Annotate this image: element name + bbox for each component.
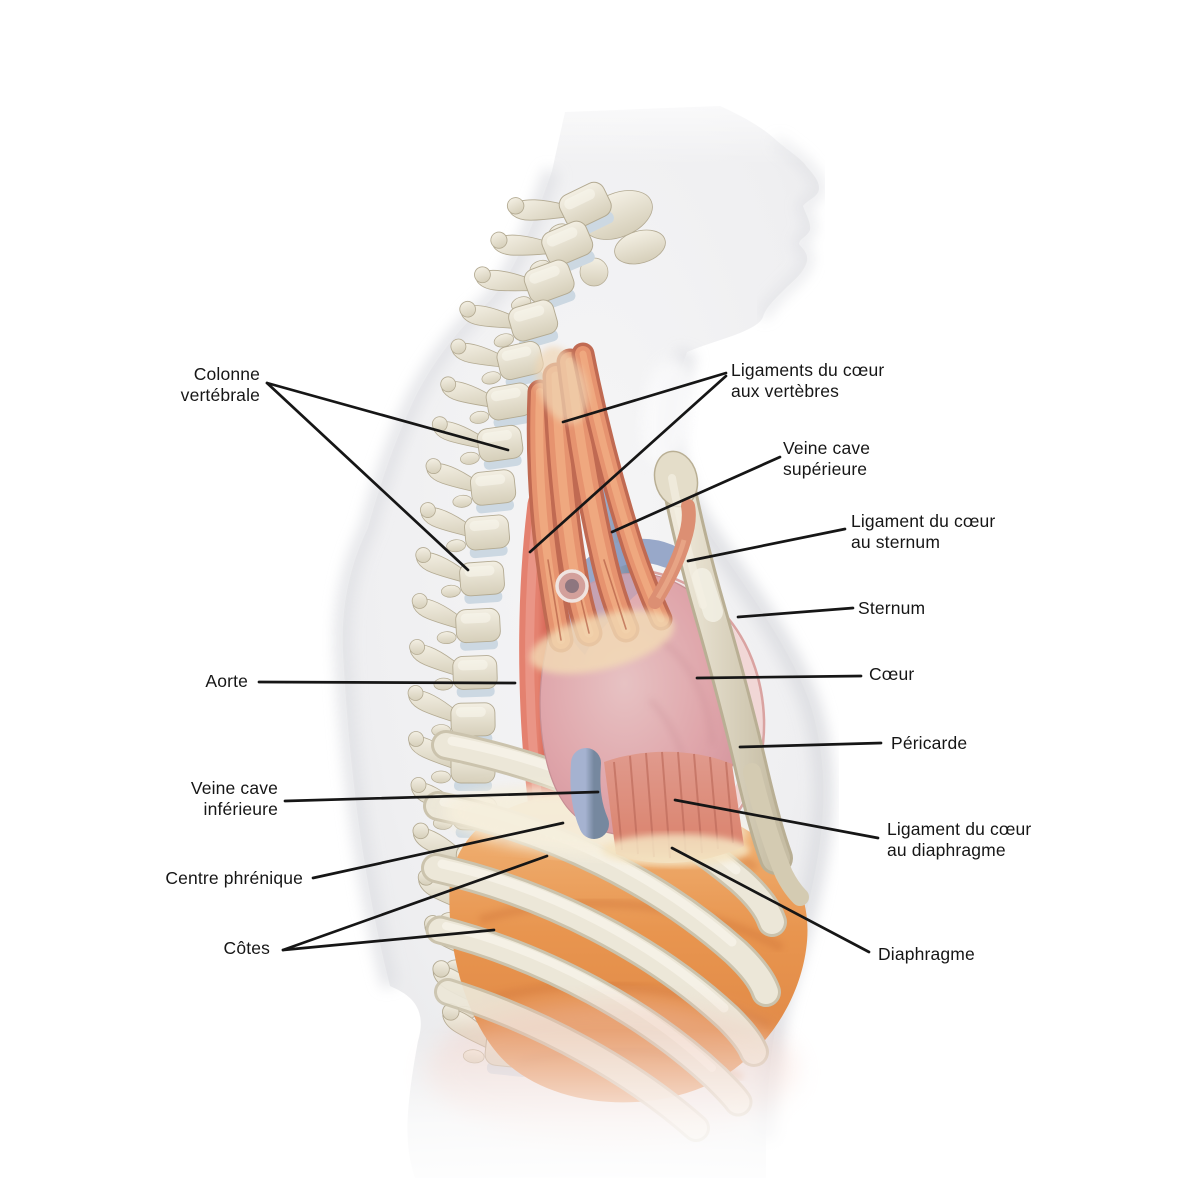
leader-cotes-2 [281, 928, 496, 952]
label-coeur: Cœur [869, 664, 915, 684]
label-pericarde: Péricarde [891, 733, 968, 753]
leader-ligaments-vertebres-1 [561, 371, 728, 424]
leader-veine-cave-inferieure [283, 790, 600, 803]
label-ligaments-coeur-vertebres: Ligaments du cœur aux vertèbres [731, 360, 885, 401]
label-sternum: Sternum [858, 598, 926, 618]
ligament-to-sternum [648, 499, 696, 609]
label-centre-phrenique: Centre phrénique [165, 868, 303, 888]
leader-ligaments-vertebres-2 [528, 374, 728, 554]
leader-lines [257, 371, 883, 954]
label-veine-cave-superieure: Veine cave supérieure [783, 438, 871, 479]
leader-coeur [695, 674, 863, 680]
label-cotes: Côtes [223, 938, 270, 958]
label-ligament-coeur-diaphragme: Ligament du cœur au diaphragme [887, 819, 1032, 860]
leader-diaphragme [670, 846, 871, 954]
leader-colonne-vertebrale-1 [265, 381, 510, 452]
leader-ligament-diaphragme [673, 798, 880, 840]
label-colonne-vertebrale: Colonne vertébrale [180, 364, 260, 405]
vertebral-column [407, 159, 666, 1079]
leader-veine-cave-superieure [610, 455, 782, 534]
leader-aorte [257, 680, 517, 685]
label-ligament-coeur-sternum: Ligament du cœur au sternum [851, 511, 996, 552]
label-aorte: Aorte [205, 671, 248, 691]
leader-centre-phrenique [311, 821, 565, 880]
label-veine-cave-inferieure: Veine cave inférieure [190, 778, 278, 819]
bottom-fade [0, 1030, 1200, 1200]
label-diaphragme: Diaphragme [878, 944, 975, 964]
pulmonary-vessel-stub [555, 569, 589, 603]
leader-ligament-sternum [686, 527, 847, 563]
top-fade [400, 0, 920, 165]
leader-cotes-1 [281, 854, 549, 952]
leader-colonne-vertebrale-2 [265, 381, 470, 572]
inferior-vena-cava [570, 748, 609, 839]
ligaments-to-vertebrae [524, 339, 675, 674]
leader-sternum [736, 606, 855, 619]
leader-pericarde [738, 741, 883, 749]
